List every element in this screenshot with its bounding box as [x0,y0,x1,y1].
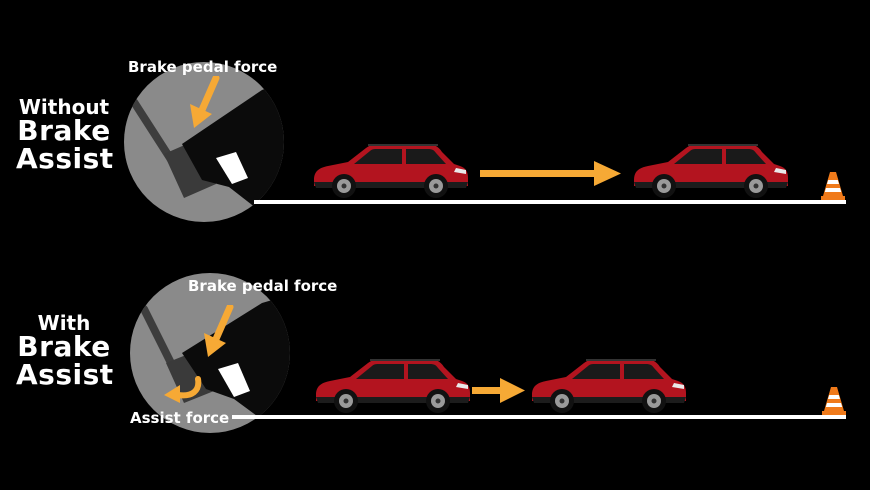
without-brake-assist-title: Without Brake Assist [16,95,114,175]
assist-force-label: Assist force [130,409,230,427]
brake-pedal-force-label: Brake pedal force [128,58,278,76]
car-start-icon [315,358,471,414]
brake-pedal-with-shoe-icon [124,62,284,222]
brake-pedal-force-label: Brake pedal force [188,277,338,295]
travel-distance-arrow-icon [472,378,525,403]
with-brake-assist-scene: With Brake Assist Brake pedal force Assi… [0,245,870,490]
road-line [254,200,846,204]
brake-pedal-force-arrow-icon [190,76,220,128]
car-stopped-icon [531,358,687,414]
road-line [232,415,846,419]
traffic-cone-icon [822,387,846,415]
brake-pedal-force-arrow-icon [204,305,234,357]
car-start-icon [313,143,469,199]
without-brake-assist-scene: Without Brake Assist Brake pedal force [16,58,846,222]
car-stopped-icon [633,143,789,199]
with-brake-assist-title: With Brake Assist [16,311,114,391]
travel-distance-arrow-icon [480,161,621,186]
traffic-cone-icon [821,172,845,200]
assist-force-curved-arrow-icon [164,376,202,403]
